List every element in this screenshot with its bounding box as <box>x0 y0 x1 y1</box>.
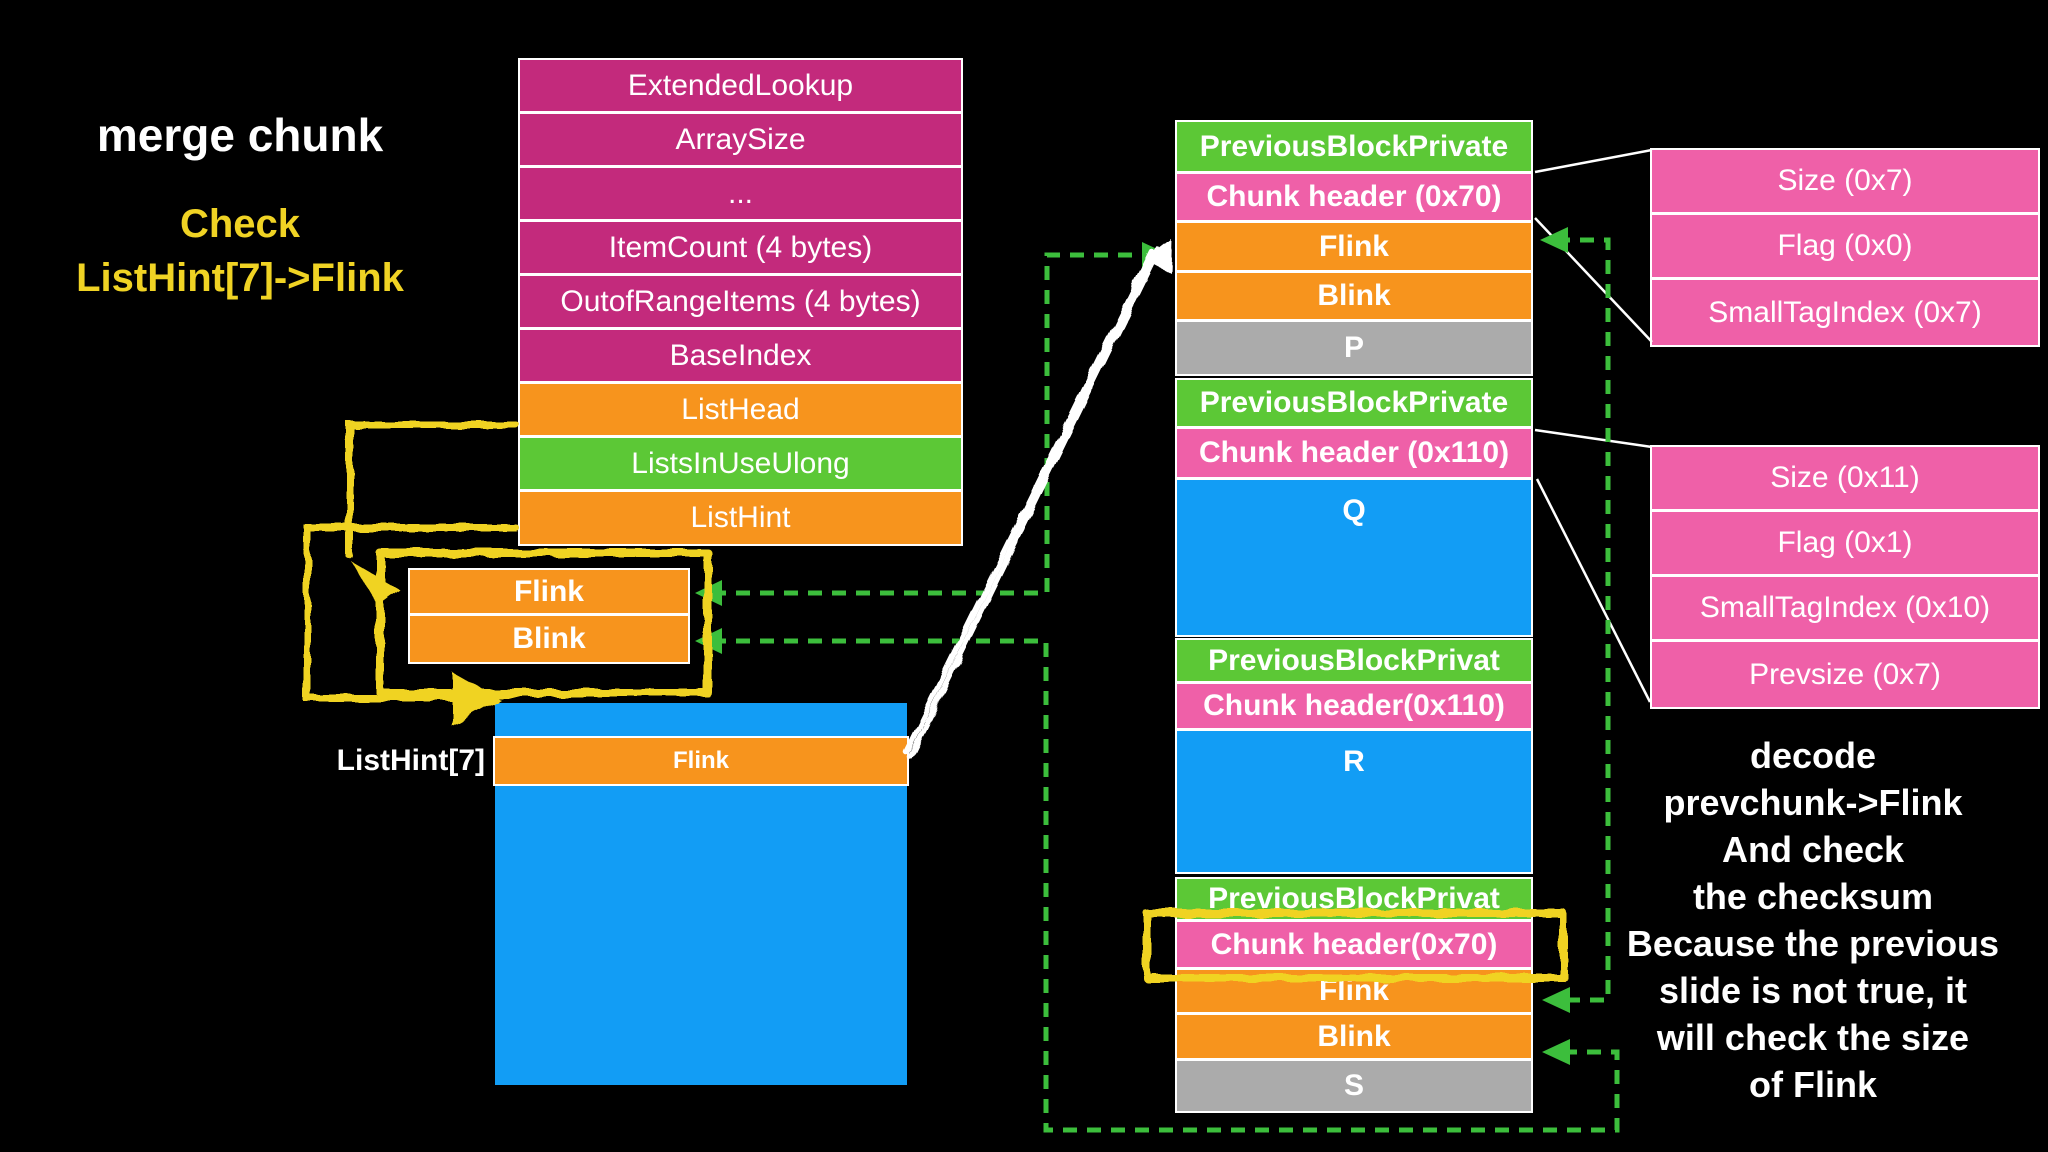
flink-cell: Flink <box>410 570 688 616</box>
chunk-p-header: Chunk header (0x70) <box>1177 174 1531 223</box>
subtitle-listhint-flink: ListHint[7]->Flink <box>76 256 404 300</box>
table-row-listsinuse: ListsInUseUlong <box>520 438 961 492</box>
chunk-p-blink: Blink <box>1177 273 1531 322</box>
table-row: ArraySize <box>520 114 961 168</box>
note-line: Because the previous <box>1626 923 2000 964</box>
detail-size: Size (0x7) <box>1652 150 2038 215</box>
fan-line-q-top <box>1534 428 1653 449</box>
arrowhead-left-flinkbox <box>695 580 722 606</box>
table-row: BaseIndex <box>520 330 961 384</box>
note-line: the checksum <box>1692 876 1934 917</box>
note-line: prevchunk->Flink <box>1663 782 1963 823</box>
page-title: merge chunk <box>96 109 384 161</box>
chunk-r-body: R <box>1177 731 1531 872</box>
chunk-q-prevblock: PreviousBlockPrivate <box>1177 380 1531 429</box>
detail-size: Size (0x11) <box>1652 447 2038 512</box>
chunk-s-flink: Flink <box>1177 970 1531 1015</box>
chunk-s-prevblock: PreviousBlockPrivat <box>1177 879 1531 922</box>
chunk-s-body: S <box>1177 1061 1531 1111</box>
listhint7-flink-row: Flink <box>493 736 909 786</box>
detail-flag: Flag (0x1) <box>1652 512 2038 577</box>
white-arrowhead <box>1146 240 1172 273</box>
arrowhead-left-blinkbox <box>695 628 722 654</box>
header-detail-p: Size (0x7) Flag (0x0) SmallTagIndex (0x7… <box>1650 148 2040 347</box>
detail-prevsize: Prevsize (0x7) <box>1652 642 2038 707</box>
chunk-s: PreviousBlockPrivat Chunk header(0x70) F… <box>1175 877 1533 1113</box>
detail-smalltagindex: SmallTagIndex (0x7) <box>1652 280 2038 345</box>
arrowhead-left-s-flink <box>1542 987 1570 1013</box>
chunk-p-prevblock: PreviousBlockPrivate <box>1177 122 1531 174</box>
detail-smalltagindex: SmallTagIndex (0x10) <box>1652 577 2038 642</box>
table-row: ExtendedLookup <box>520 60 961 114</box>
chunk-p-body: P <box>1177 322 1531 374</box>
note-block: decode prevchunk->Flink And check the ch… <box>1578 732 2048 1108</box>
table-row-listhint: ListHint <box>520 492 961 544</box>
note-line: decode <box>1749 735 1877 776</box>
arrowhead-left-p-flink <box>1540 227 1568 253</box>
yellow-arrowhead-listhead <box>352 562 400 606</box>
arrowhead-right-p-flink <box>1142 242 1170 268</box>
table-row: ... <box>520 168 961 222</box>
detail-flag: Flag (0x0) <box>1652 215 2038 280</box>
table-row: OutofRangeItems (4 bytes) <box>520 276 961 330</box>
listhint7-block: Flink <box>493 703 909 1085</box>
flink-blink-box: Flink Blink <box>408 568 690 664</box>
chunk-r: PreviousBlockPrivat Chunk header(0x110) … <box>1175 638 1533 874</box>
chunk-q: PreviousBlockPrivate Chunk header (0x110… <box>1175 378 1533 637</box>
table-row-listhead: ListHead <box>520 384 961 438</box>
arrowhead-left-s-blink <box>1542 1039 1570 1065</box>
subtitle-check: Check <box>179 202 301 246</box>
chunk-q-header: Chunk header (0x110) <box>1177 429 1531 480</box>
chunk-s-header: Chunk header(0x70) <box>1177 922 1531 970</box>
blink-cell: Blink <box>410 616 688 662</box>
listhint7-label: ListHint[7] <box>336 744 485 777</box>
chunk-q-body: Q <box>1177 480 1531 635</box>
chunk-p: PreviousBlockPrivate Chunk header (0x70)… <box>1175 120 1533 376</box>
fan-line-p-top <box>1534 148 1653 174</box>
chunk-r-prevblock: PreviousBlockPrivat <box>1177 640 1531 684</box>
note-line: will check the size <box>1656 1017 1970 1058</box>
yellow-arrowhead-listhint <box>452 672 500 726</box>
table-row: ItemCount (4 bytes) <box>520 222 961 276</box>
note-line: of Flink <box>1749 1064 1877 1105</box>
chunk-s-blink: Blink <box>1177 1015 1531 1061</box>
yellow-arrow-listhead <box>346 421 520 560</box>
chunk-r-header: Chunk header(0x110) <box>1177 684 1531 731</box>
header-detail-q: Size (0x11) Flag (0x1) SmallTagIndex (0x… <box>1650 445 2040 709</box>
fan-line-p-bottom <box>1534 217 1653 343</box>
note-line: And check <box>1721 829 1905 870</box>
lookup-table: ExtendedLookup ArraySize ... ItemCount (… <box>518 58 963 546</box>
fan-line-q-bottom <box>1535 478 1652 703</box>
chunk-p-flink: Flink <box>1177 223 1531 273</box>
note-line: slide is not true, it <box>1658 970 1968 1011</box>
